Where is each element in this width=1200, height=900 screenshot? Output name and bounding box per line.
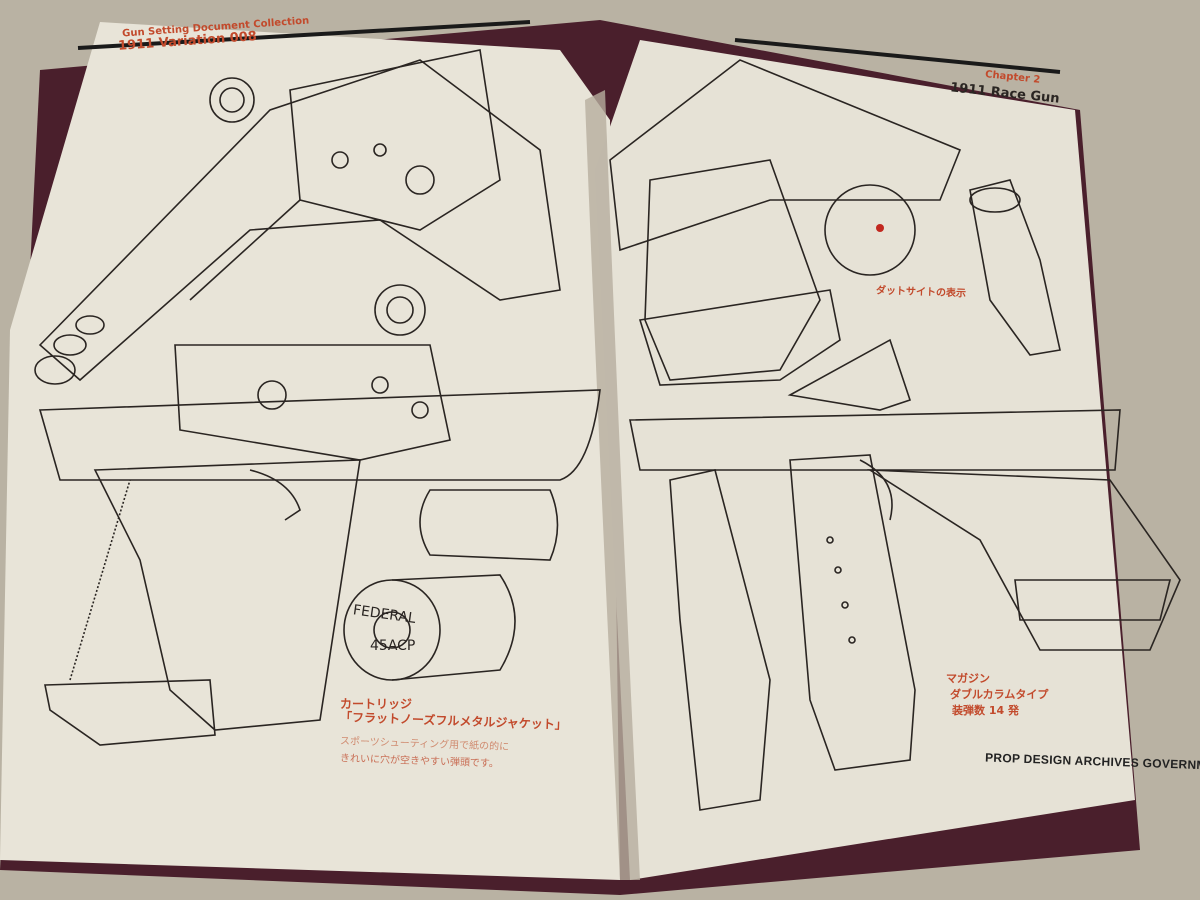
pistol-drawing-race-gun <box>629 338 1181 651</box>
magazine-caption-line1: マガジン <box>946 672 990 685</box>
cartridge-caliber: 45ACP <box>370 638 415 654</box>
right-page <box>595 40 1135 880</box>
pistol-drawing-side <box>38 284 601 746</box>
pistol-drawing-slide-angled <box>34 49 561 385</box>
magazine-caption-line2: ダブルカラムタイプ <box>950 688 1049 701</box>
magazine-caption-line3: 装弾数 14 発 <box>952 704 1019 717</box>
pistol-drawing-grip-top <box>609 59 1061 386</box>
dot-sight-caption: ダットサイトの表示 <box>875 285 967 300</box>
spine-shadow <box>585 90 640 880</box>
red-dot-icon <box>876 224 884 232</box>
magazine-drawings <box>669 454 916 811</box>
cartridge-drawings <box>343 489 559 681</box>
cartridge-caption-title: カートリッジ <box>340 697 413 711</box>
